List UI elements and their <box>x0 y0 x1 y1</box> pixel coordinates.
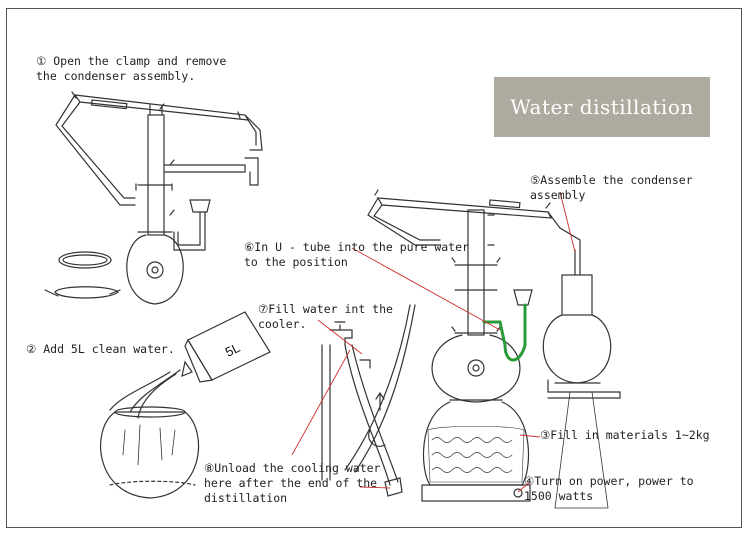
step-8-text: ⑧Unload the cooling water here after the… <box>204 461 381 505</box>
tap-and-hoses <box>321 304 416 497</box>
step-4-text: ④Turn on power, power to 1500 watts <box>524 474 694 503</box>
step-2-text: ② Add 5L clean water. <box>26 342 175 356</box>
step-6-text: ⑥In U - tube into the pure water to the … <box>244 240 469 269</box>
main-still-illustration <box>367 189 621 509</box>
step-3-text: ③Fill in materials 1~2kg <box>540 428 710 442</box>
title-banner: Water distillation <box>494 77 710 137</box>
pointer-lines <box>291 191 576 493</box>
step1-still-illustration <box>44 91 263 305</box>
jug-label: 5L <box>223 340 243 360</box>
step-5-text: ⑤Assemble the condenser assembly <box>530 173 693 202</box>
diagram-title: Water distillation <box>510 95 694 119</box>
step-7-text: ⑦Fill water int the cooler. <box>258 302 393 331</box>
outer-frame <box>6 8 742 528</box>
step-1-text: ① Open the clamp and remove the condense… <box>36 54 227 83</box>
step2-pouring-illustration <box>100 311 271 499</box>
